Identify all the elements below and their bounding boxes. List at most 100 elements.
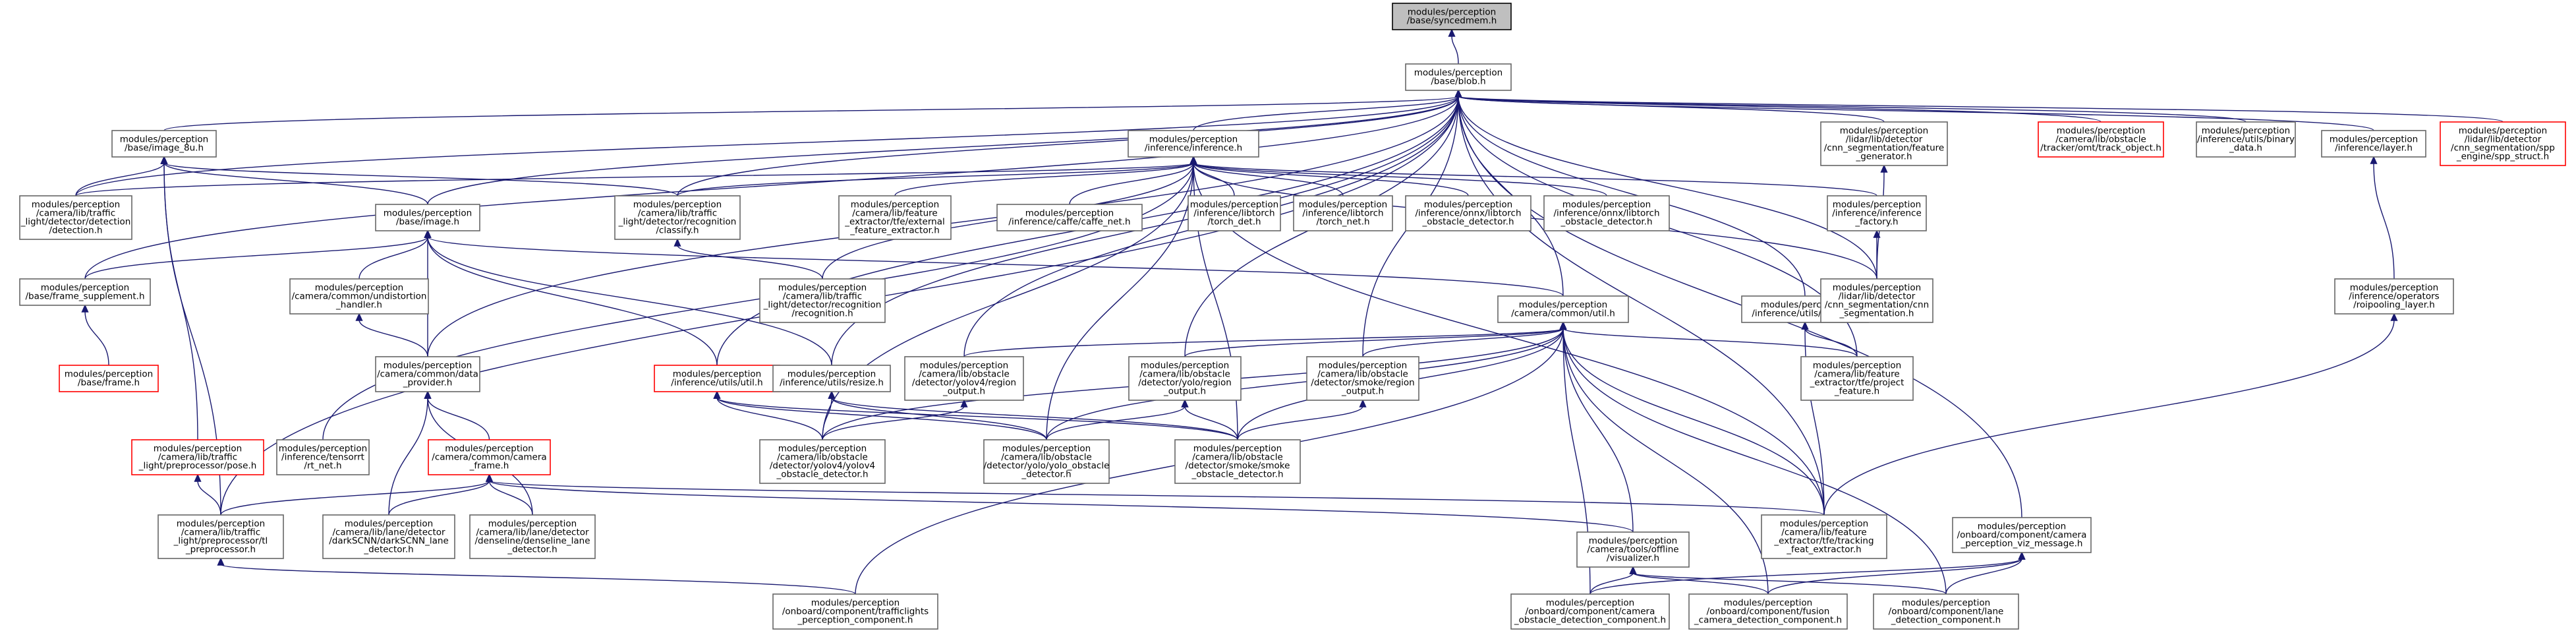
node-inffactory[interactable]: modules/perception/inference/inference_f… <box>1827 195 1927 231</box>
node-sdet[interactable]: modules/perception/camera/lib/obstacle/d… <box>1174 439 1301 484</box>
node-vizmsg[interactable]: modules/perception/onboard/component/cam… <box>1952 517 2092 553</box>
node-label-line: /detector/yolov4/yolov4 <box>770 461 875 471</box>
node-dataprov[interactable]: modules/perception/camera/common/data_pr… <box>375 356 480 392</box>
node-yregion[interactable]: modules/perception/camera/lib/obstacle/d… <box>1128 356 1242 401</box>
node-label-line: /camera/lib/traffic <box>783 291 862 302</box>
node-tlpose[interactable]: modules/perception/camera/lib/traffic_li… <box>131 439 264 475</box>
node-label-line: /inference/tensorrt <box>281 452 364 463</box>
node-label-line: modules/perception <box>1562 200 1651 210</box>
node-lanecomp[interactable]: modules/perception/onboard/component/lan… <box>1873 593 2019 630</box>
node-y4det[interactable]: modules/perception/camera/lib/obstacle/d… <box>759 439 886 484</box>
node-label-line: /onboard/component/lane <box>1889 607 2004 617</box>
node-syncedmem[interactable]: modules/perception/base/syncedmem.h <box>1392 3 1512 30</box>
node-cnnseg[interactable]: modules/perception/lidar/lib/detector/cn… <box>1820 278 1933 323</box>
node-label-line: /camera/common/data <box>377 369 478 380</box>
node-torchobs[interactable]: modules/perception/inference/onnx/libtor… <box>1405 195 1531 231</box>
node-projfeat[interactable]: modules/perception/camera/lib/feature_ex… <box>1800 356 1914 401</box>
node-label-line: modules/perception <box>633 200 722 210</box>
node-framesupp[interactable]: modules/perception/base/frame_supplement… <box>19 278 151 306</box>
node-label-line: /camera/lib/lane/detector <box>332 527 445 538</box>
node-caffenet[interactable]: modules/perception/inference/caffe/caffe… <box>996 204 1143 231</box>
node-tlpre[interactable]: modules/perception/camera/lib/traffic_li… <box>157 514 284 559</box>
node-label-line: /camera/lib/feature <box>1781 527 1866 538</box>
node-label-line: /inference/libtorch <box>1193 208 1274 219</box>
edge-lanecomp-to-vizmsg <box>1945 558 2022 595</box>
arrowhead-y4det-to-y4region <box>960 399 968 407</box>
node-tlclassify[interactable]: modules/perception/camera/lib/traffic_li… <box>614 195 741 240</box>
edge-tlpre-to-tlpose <box>197 480 221 516</box>
node-binarydata[interactable]: modules/perception/inference/utils/binar… <box>2196 121 2296 158</box>
node-label-line: _obstacle_detector.h <box>1421 217 1514 227</box>
node-label-line: modules/perception <box>177 519 265 529</box>
node-tlcomp[interactable]: modules/perception/onboard/component/tra… <box>772 593 938 630</box>
node-camobscomp[interactable]: modules/perception/onboard/component/cam… <box>1510 593 1670 630</box>
node-label-line: modules/perception <box>1424 200 1512 210</box>
node-y4region[interactable]: modules/perception/camera/lib/obstacle/d… <box>904 356 1024 401</box>
node-label-line: _feature_extractor.h <box>849 225 940 236</box>
node-label-line: modules/perception <box>1190 200 1278 210</box>
node-label-line: /tracker/omt/track_object.h <box>2040 143 2161 154</box>
node-image[interactable]: modules/perception/base/image.h <box>375 204 480 231</box>
node-frame[interactable]: modules/perception/base/frame.h <box>59 365 159 392</box>
edge-tlpre-to-camframe <box>220 480 490 516</box>
node-ropool[interactable]: modules/perception/inference/operators/r… <box>2334 278 2454 315</box>
node-box <box>1800 356 1914 401</box>
edge-camobscomp-to-offviz <box>1589 572 1634 595</box>
node-tldet[interactable]: modules/perception/camera/lib/traffic_li… <box>19 195 132 240</box>
node-undist[interactable]: modules/perception/camera/common/undisto… <box>289 278 429 315</box>
node-infutil[interactable]: modules/perception/inference/utils/util.… <box>654 365 780 392</box>
node-box <box>289 278 429 315</box>
node-torchdet[interactable]: modules/perception/inference/libtorch/to… <box>1188 195 1281 231</box>
node-label-line: /lidar/lib/detector <box>2465 135 2542 145</box>
node-label-line: /cnn_segmentation/feature <box>1824 143 1944 154</box>
arrowhead-tlcomp-to-camutil <box>1559 321 1567 330</box>
edge-y4det-to-infutil <box>716 397 823 440</box>
node-box <box>1820 121 1948 166</box>
node-ydet[interactable]: modules/perception/camera/lib/obstacle/d… <box>983 439 1110 484</box>
node-label-line: /inference/caffe/caffe_net.h <box>1008 217 1130 227</box>
edge-fusioncomp-to-offviz <box>1632 572 1769 595</box>
node-label-line: modules/perception <box>1414 68 1503 78</box>
node-layer[interactable]: modules/perception/inference/layer.h <box>2321 130 2426 158</box>
arrowhead-tlpre-to-image8u <box>160 156 168 164</box>
node-label-line: /classify.h <box>656 225 699 236</box>
edge-trackobj-to-blob <box>1458 96 2102 123</box>
node-resize[interactable]: modules/perception/inference/utils/resiz… <box>772 365 891 392</box>
node-offviz[interactable]: modules/perception/camera/tools/offline/… <box>1576 531 1690 568</box>
node-rtnet[interactable]: modules/perception/inference/tensorrt/rt… <box>276 439 370 475</box>
node-label-line: _extractor/tfe/external <box>844 217 944 227</box>
node-label-line: modules/perception <box>384 208 472 219</box>
node-label-line: /camera/lib/obstacle <box>919 369 1010 380</box>
node-featgen[interactable]: modules/perception/lidar/lib/detector/cn… <box>1820 121 1948 166</box>
node-label-line: _obstacle_detector.h <box>776 469 868 480</box>
node-onnxobs[interactable]: modules/perception/inference/onnx/libtor… <box>1543 195 1670 231</box>
node-tlrecog[interactable]: modules/perception/camera/lib/traffic_li… <box>759 278 886 323</box>
node-torchnet[interactable]: modules/perception/inference/libtorch/to… <box>1293 195 1393 231</box>
node-camframe[interactable]: modules/perception/camera/common/camera_… <box>428 439 551 475</box>
node-image8u[interactable]: modules/perception/base/image_8u.h <box>111 130 217 158</box>
edge-dataprov-to-undist <box>358 319 428 357</box>
node-label-line: /camera/lib/obstacle <box>1317 369 1408 380</box>
node-blob[interactable]: modules/perception/base/blob.h <box>1405 63 1512 91</box>
node-sregion[interactable]: modules/perception/camera/lib/obstacle/d… <box>1306 356 1419 401</box>
node-box <box>59 365 159 392</box>
node-label-line: _preprocessor.h <box>185 545 256 555</box>
edge-ropool-to-layer <box>2373 162 2395 280</box>
arrowhead-ropool-to-layer <box>2370 156 2378 164</box>
node-extfeat[interactable]: modules/perception/camera/lib/feature_ex… <box>838 195 952 240</box>
node-label-line: modules/perception <box>120 135 208 145</box>
node-trackfeat[interactable]: modules/perception/camera/lib/feature_ex… <box>1761 514 1887 559</box>
node-inference[interactable]: modules/perception/inference/inference.h <box>1128 130 1259 158</box>
node-label-line: /detector/yolo/yolo_obstacle <box>984 461 1110 471</box>
node-sppstruct[interactable]: modules/perception/lidar/lib/detector/cn… <box>2440 121 2566 166</box>
node-camutil[interactable]: modules/perception/camera/common/util.h <box>1497 295 1629 323</box>
edge-ydet-to-camutil <box>1046 328 1564 440</box>
node-denseline[interactable]: modules/perception/camera/lib/lane/detec… <box>469 514 596 559</box>
node-trackobj[interactable]: modules/perception/camera/lib/obstacle/t… <box>2038 121 2164 158</box>
node-darkscnn[interactable]: modules/perception/camera/lib/lane/detec… <box>322 514 455 559</box>
node-fusioncomp[interactable]: modules/perception/onboard/component/fus… <box>1688 593 1848 630</box>
edge-ydet-to-resize <box>831 397 1047 440</box>
node-box <box>1293 195 1393 231</box>
node-label-line: modules/perception <box>65 369 153 380</box>
edge-camobscomp-to-vizmsg <box>1589 558 2022 595</box>
